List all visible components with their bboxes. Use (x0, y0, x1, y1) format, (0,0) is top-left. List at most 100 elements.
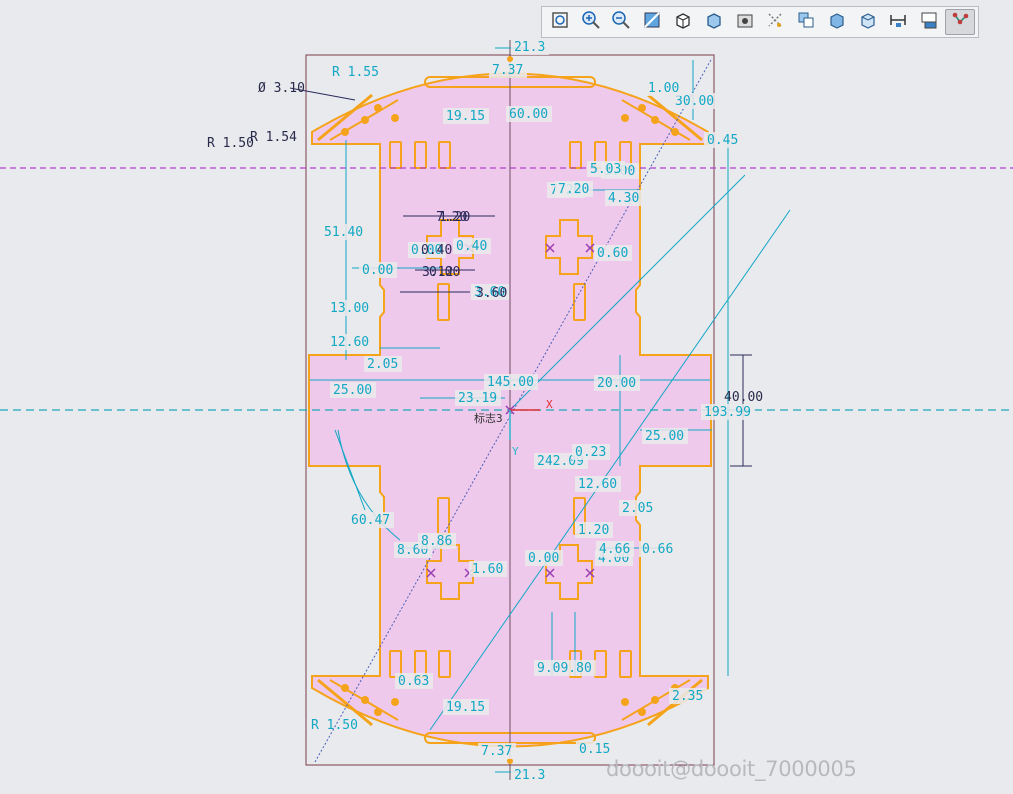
dimension-label[interactable]: 12.60 (330, 335, 369, 350)
dimension-label[interactable]: 12.60 (578, 477, 617, 492)
toolbar-button-zoom-in[interactable] (576, 9, 606, 35)
constraint-display-icon (919, 10, 939, 34)
dark-dimension-label[interactable]: 0.40 (421, 243, 452, 258)
dimension-label[interactable]: 30.00 (675, 94, 714, 109)
dimension-label-bg (642, 428, 688, 444)
dimension-label[interactable]: 0.00 (411, 243, 442, 258)
dark-dimension-label[interactable]: 7.20 (436, 210, 467, 225)
toolbar-button-orientation[interactable] (853, 9, 883, 35)
dimension-label-bg (395, 673, 433, 689)
dimension-label[interactable]: 0.45 (707, 133, 738, 148)
dimension-label-bg (575, 476, 621, 492)
dimension-label[interactable]: 0.66 (642, 542, 673, 557)
dimension-label[interactable]: 13.00 (330, 301, 369, 316)
dimension-label[interactable]: 60.00 (509, 107, 548, 122)
dimension-label[interactable]: 2.35 (672, 689, 703, 704)
zoom-in-icon (581, 10, 601, 34)
dimension-label[interactable]: 0.40 (456, 239, 487, 254)
dark-dimension-label[interactable]: 3.12 (422, 265, 453, 280)
dimension-label[interactable]: 4.66 (599, 542, 630, 557)
dimension-display-icon (888, 10, 908, 34)
dimension-label-bg (443, 699, 489, 715)
dimension-label[interactable]: 20.00 (597, 376, 636, 391)
dark-dimension-label[interactable]: 0.00 (429, 265, 460, 280)
dimension-label[interactable]: 7.37 (492, 63, 523, 78)
dimension-label[interactable]: 1.00 (648, 81, 679, 96)
toolbar-button-display-style[interactable] (668, 9, 698, 35)
shading-icon (827, 10, 847, 34)
radius-diameter-label[interactable]: R 1.50 (207, 136, 254, 151)
dimension-label[interactable]: 19.15 (446, 109, 485, 124)
dimension-label[interactable]: 0.15 (579, 742, 610, 757)
dimension-label[interactable]: 7.20 (558, 182, 589, 197)
dimension-label-bg (489, 62, 527, 78)
toolbar-button-refit[interactable] (545, 9, 575, 35)
dimension-label[interactable]: 19.15 (446, 700, 485, 715)
dimension-label[interactable]: 1.20 (578, 523, 609, 538)
dimension-label[interactable]: 0.00 (362, 263, 393, 278)
toolbar-button-shading[interactable] (822, 9, 852, 35)
radius-diameter-label[interactable]: Ø 3.10 (258, 81, 305, 96)
dimension-label[interactable]: 23.19 (458, 391, 497, 406)
toolbar-button-view-manager[interactable] (730, 9, 760, 35)
toolbar-button-constraint-display[interactable] (914, 9, 944, 35)
dimension-label-bg (576, 741, 614, 757)
dimension-label[interactable]: 0.00 (528, 551, 559, 566)
dimension-label-bg (701, 404, 755, 420)
toolbar-button-repaint[interactable] (637, 9, 667, 35)
dark-dimension-label[interactable]: 3.60 (476, 286, 507, 301)
toolbar-button-datum-display[interactable] (760, 9, 790, 35)
dark-dimension-label[interactable]: 1.20 (439, 210, 470, 225)
sketch-view-icon (796, 10, 816, 34)
dimension-label[interactable]: 51.40 (324, 225, 363, 240)
toolbar-button-dimension-display[interactable] (884, 9, 914, 35)
dimension-label[interactable]: 25.00 (645, 429, 684, 444)
dimension-label-bg (587, 161, 625, 177)
toolbar-button-vertex-display[interactable] (945, 9, 975, 35)
radius-diameter-label[interactable]: R 1.55 (332, 65, 379, 80)
dimension-label[interactable]: 2.05 (367, 357, 398, 372)
radius-diameter-label[interactable]: 40.00 (724, 390, 763, 405)
csys-label: 标志3 (474, 411, 503, 425)
dimension-label-bg (471, 284, 509, 300)
dimension-label-bg (418, 533, 456, 549)
watermark-text: doooit@doooit_7000005 (606, 757, 857, 781)
dimension-label-bg (327, 300, 373, 316)
dimension-label-bg (443, 108, 489, 124)
radius-diameter-label[interactable]: R 1.54 (250, 130, 297, 145)
saved-views-icon (704, 10, 724, 34)
dimension-label[interactable]: 145.00 (487, 375, 534, 390)
dimension-label[interactable]: 60.47 (351, 513, 390, 528)
dimension-label-bg (348, 512, 394, 528)
toolbar-button-zoom-out[interactable] (607, 9, 637, 35)
repaint-icon (642, 10, 662, 34)
dimension-label[interactable]: 0.60 (597, 246, 628, 261)
dimension-text-group: 21.37.3760.0019.1530.001.000.455.0051.40… (321, 39, 755, 783)
dimension-label[interactable]: 0.23 (575, 445, 606, 460)
radius-diameter-label[interactable]: R 1.50 (311, 718, 358, 733)
dimension-label[interactable]: 0.63 (398, 674, 429, 689)
dimension-label-bg (639, 541, 677, 557)
dimension-label[interactable]: 1.60 (472, 562, 503, 577)
dimension-label[interactable]: 2.05 (622, 501, 653, 516)
dimension-label-bg (594, 375, 640, 391)
dimension-label-bg (525, 550, 563, 566)
dimension-label-bg (408, 242, 446, 258)
dimension-label[interactable]: 21.3 (514, 768, 545, 783)
toolbar-button-sketch-view[interactable] (791, 9, 821, 35)
dimension-label[interactable]: 8.86 (421, 534, 452, 549)
dimension-label-bg (672, 93, 718, 109)
view-toolbar (541, 6, 979, 38)
corner-markers (341, 56, 679, 764)
dimension-label-bg (478, 743, 516, 759)
dimension-label[interactable]: 3.60 (474, 285, 505, 300)
toolbar-button-saved-views[interactable] (699, 9, 729, 35)
dimension-label[interactable]: 5.03 (590, 162, 621, 177)
dimension-label[interactable]: 9.09.80 (537, 661, 592, 676)
dimension-label[interactable]: 7.37 (481, 744, 512, 759)
dimension-label[interactable]: 25.00 (333, 383, 372, 398)
dimension-label[interactable]: 21.3 (514, 40, 545, 55)
dimension-label[interactable]: 4.30 (608, 191, 639, 206)
dimension-label[interactable]: 193.99 (704, 405, 751, 420)
